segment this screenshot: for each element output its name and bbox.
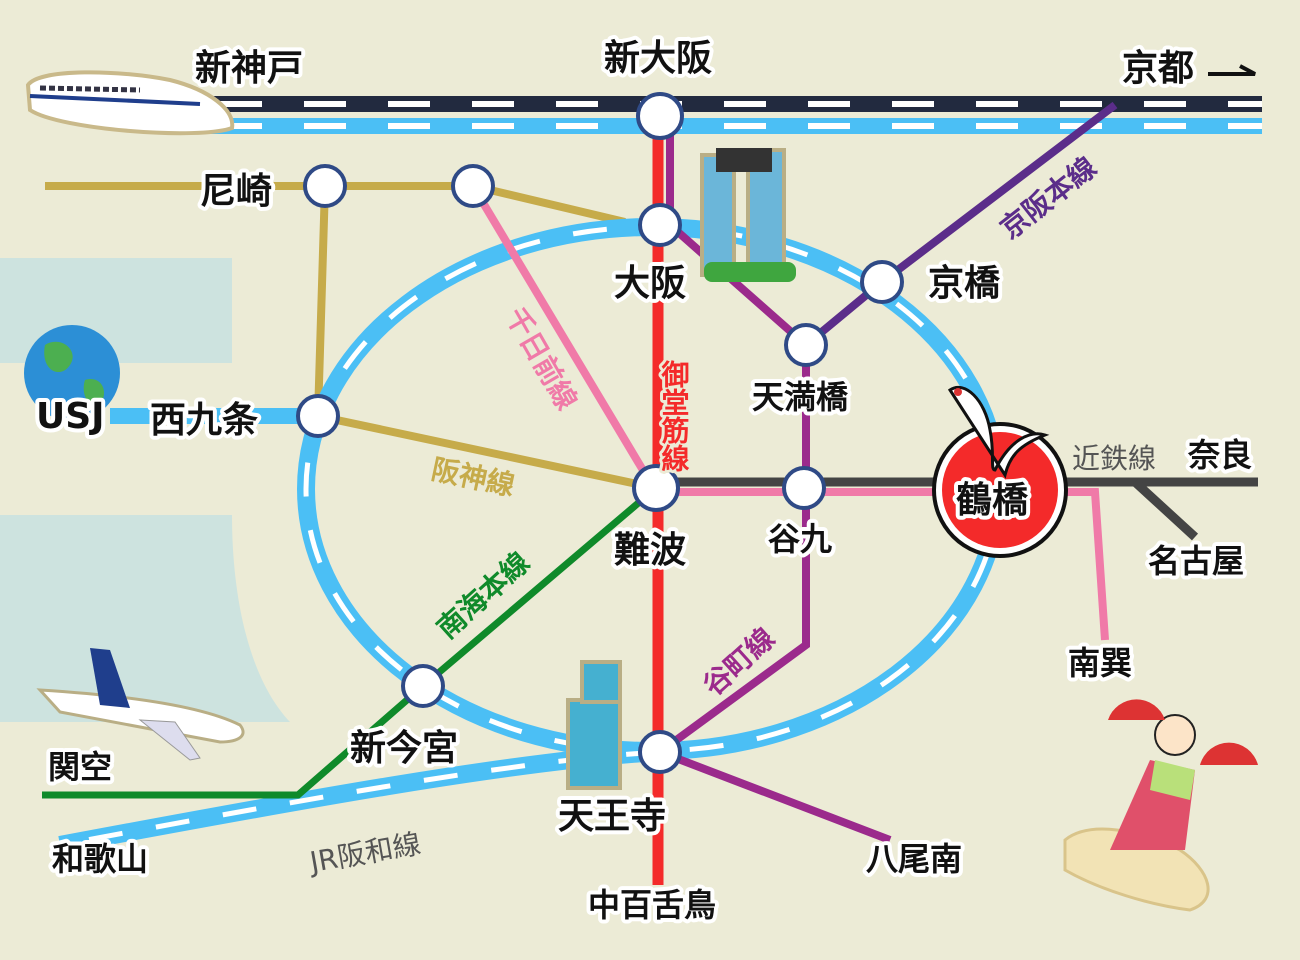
station-noda-hanshin[interactable] <box>451 164 495 208</box>
label-taniku: 谷九 <box>768 520 832 558</box>
station-shin-imamiya[interactable] <box>401 664 445 708</box>
globe-icon <box>24 325 120 421</box>
label-nagoya: 名古屋 <box>1148 542 1244 580</box>
label-kyobashi: 京橋 <box>928 262 1000 304</box>
label-usj: USJ <box>36 396 105 437</box>
abeno-harukas-icon <box>566 660 622 790</box>
label-osaka: 大阪 <box>614 263 686 304</box>
station-namba[interactable] <box>632 464 680 512</box>
label-amagasaki: 尼崎 <box>200 171 272 212</box>
sennichimae-line <box>469 183 1109 641</box>
arrow-right-icon <box>1208 64 1256 76</box>
label-kintetsu-line: 近鉄線 <box>1072 442 1156 475</box>
dancer-with-fans-icon <box>1063 699 1258 912</box>
station-amagasaki[interactable] <box>303 164 347 208</box>
station-tennoji[interactable] <box>638 730 682 774</box>
station-osaka[interactable] <box>638 203 682 247</box>
nankai-line <box>42 485 659 799</box>
airplane-icon <box>36 648 245 761</box>
label-kyoto: 京都 <box>1122 47 1194 89</box>
label-shin-kobe: 新神戸 <box>195 48 303 89</box>
water-area <box>0 515 290 722</box>
label-tsuruhashi: 鶴橋 <box>956 480 1028 521</box>
station-nishikujo[interactable] <box>296 394 340 438</box>
label-nara: 奈良 <box>1187 436 1252 474</box>
label-kanku: 関空 <box>48 748 112 786</box>
label-yaominami: 八尾南 <box>866 840 962 878</box>
label-shin-osaka: 新大阪 <box>604 38 712 79</box>
umeda-sky-building-icon <box>700 148 796 282</box>
station-taniku[interactable] <box>782 466 826 510</box>
label-nishikujo: 西九条 <box>150 400 258 441</box>
station-tenmabashi[interactable] <box>784 323 828 367</box>
shinkansen-train-icon <box>25 70 235 136</box>
label-tennoji: 天王寺 <box>558 796 666 837</box>
crane-icon <box>947 386 1050 479</box>
label-minamitatsumi: 南巽 <box>1068 644 1132 682</box>
kintetsu-nagoya-branch <box>1131 478 1199 541</box>
label-wakayama: 和歌山 <box>52 840 148 878</box>
label-namba: 難波 <box>614 530 686 571</box>
label-nakamozu: 中百舌鳥 <box>588 886 716 924</box>
label-tenmabashi: 天満橋 <box>752 378 849 416</box>
label-midosuji-line: 御堂筋線 <box>655 357 694 475</box>
label-shin-imamiya: 新今宮 <box>350 728 458 769</box>
station-kyobashi[interactable] <box>860 260 904 304</box>
svg-text:御堂筋線: 御堂筋線 <box>658 360 691 472</box>
station-shin-osaka[interactable] <box>636 92 684 140</box>
station-tsuruhashi[interactable] <box>932 422 1068 558</box>
